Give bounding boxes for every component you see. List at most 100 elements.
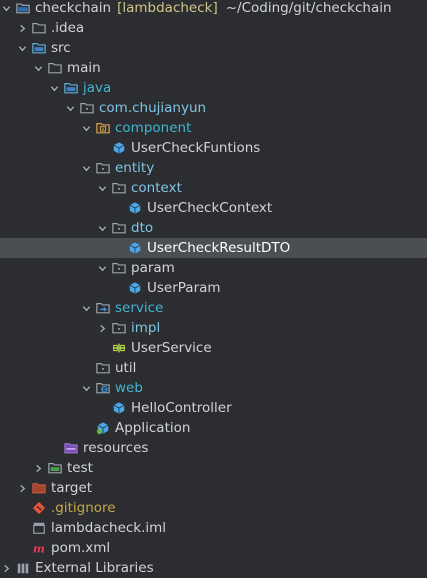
iml-file-icon	[31, 518, 47, 538]
tree-item-label: test	[67, 460, 93, 476]
tree-indent-spacer	[16, 498, 28, 518]
tree-item-resources[interactable]: resources	[0, 438, 427, 458]
chevron-down-icon[interactable]	[96, 258, 108, 278]
tree-item-target[interactable]: target	[0, 478, 427, 498]
chevron-down-icon[interactable]	[0, 0, 12, 18]
root-project-name: checkchain	[35, 0, 112, 16]
tree-item-label: src	[51, 40, 71, 56]
chevron-down-icon[interactable]	[96, 178, 108, 198]
tree-item-src[interactable]: src	[0, 38, 427, 58]
tree-item-entity[interactable]: entity	[0, 158, 427, 178]
chevron-down-icon[interactable]	[64, 98, 76, 118]
chevron-down-icon[interactable]	[96, 218, 108, 238]
java-class-icon	[111, 138, 127, 158]
chevron-down-icon[interactable]	[48, 78, 60, 98]
tree-item-label: java	[83, 80, 112, 96]
tree-item-label: UserService	[131, 340, 212, 356]
tree-indent-spacer	[96, 338, 108, 358]
tree-item-impl[interactable]: impl	[0, 318, 427, 338]
libraries-icon	[15, 558, 31, 578]
tree-item-label: .gitignore	[51, 500, 116, 516]
tree-item-label: impl	[131, 320, 161, 336]
tree-root-checkchain[interactable]: checkchain [lambdacheck] ~/Coding/git/ch…	[0, 0, 427, 18]
tree-item-lambdacheck-iml[interactable]: lambdacheck.iml	[0, 518, 427, 538]
tree-item-user-check-result-dto[interactable]: UserCheckResultDTO	[0, 238, 427, 258]
tree-item-label: util	[115, 360, 137, 376]
chevron-right-icon[interactable]	[96, 318, 108, 338]
chevron-down-icon[interactable]	[80, 158, 92, 178]
tree-item-web[interactable]: web	[0, 378, 427, 398]
java-class-icon	[127, 278, 143, 298]
tree-indent-spacer	[16, 518, 28, 538]
folder-icon	[31, 18, 47, 38]
tree-indent-spacer	[16, 538, 28, 558]
tree-item-label: pom.xml	[51, 540, 111, 556]
chevron-right-icon[interactable]	[32, 458, 44, 478]
package-icon	[79, 98, 95, 118]
tree-item-label: component	[115, 120, 192, 136]
tree-item-component[interactable]: component	[0, 118, 427, 138]
web-package-icon	[95, 378, 111, 398]
tree-item-label: UserCheckFuntions	[131, 140, 261, 156]
module-folder-icon	[15, 0, 31, 18]
tree-item-param[interactable]: param	[0, 258, 427, 278]
tree-item-gitignore[interactable]: .gitignore	[0, 498, 427, 518]
tree-item-label: param	[131, 260, 175, 276]
tree-item-service[interactable]: service	[0, 298, 427, 318]
tree-item-label: com.chujianyun	[99, 100, 207, 116]
component-package-icon	[95, 118, 111, 138]
source-folder-icon	[31, 38, 47, 58]
package-icon	[95, 158, 111, 178]
tree-item-util[interactable]: util	[0, 358, 427, 378]
root-project-path: ~/Coding/git/checkchain	[225, 0, 392, 16]
tree-item-test[interactable]: test	[0, 458, 427, 478]
chevron-down-icon[interactable]	[80, 118, 92, 138]
tree-item-user-service[interactable]: UserService	[0, 338, 427, 358]
tree-indent-spacer	[112, 278, 124, 298]
chevron-down-icon[interactable]	[16, 38, 28, 58]
chevron-down-icon[interactable]	[80, 378, 92, 398]
tree-indent-spacer	[48, 438, 60, 458]
tree-indent-spacer	[96, 398, 108, 418]
tree-item-hello-controller[interactable]: HelloController	[0, 398, 427, 418]
java-class-icon	[111, 398, 127, 418]
chevron-right-icon[interactable]	[16, 18, 28, 38]
tree-item-label: context	[131, 180, 182, 196]
package-icon	[111, 318, 127, 338]
tree-item-label: dto	[131, 220, 154, 236]
tree-item-com-chujianyun[interactable]: com.chujianyun	[0, 98, 427, 118]
tree-indent-spacer	[80, 418, 92, 438]
java-class-icon	[127, 198, 143, 218]
source-folder-icon	[63, 78, 79, 98]
tree-item-label: HelloController	[131, 400, 232, 416]
chevron-right-icon[interactable]	[0, 558, 12, 578]
chevron-down-icon[interactable]	[80, 298, 92, 318]
tree-item-context[interactable]: context	[0, 178, 427, 198]
tree-item-label: main	[67, 60, 101, 76]
folder-icon	[47, 58, 63, 78]
package-icon	[111, 178, 127, 198]
tree-item-dto[interactable]: dto	[0, 218, 427, 238]
tree-item-user-param[interactable]: UserParam	[0, 278, 427, 298]
tree-indent-spacer	[112, 198, 124, 218]
tree-item-label: UserCheckResultDTO	[147, 240, 291, 256]
chevron-right-icon[interactable]	[16, 478, 28, 498]
tree-item-external-libraries[interactable]: External Libraries	[0, 558, 427, 578]
tree-indent-spacer	[112, 238, 124, 258]
tree-item-java[interactable]: java	[0, 78, 427, 98]
package-icon	[111, 218, 127, 238]
gitignore-icon	[31, 498, 47, 518]
tree-item-application[interactable]: Application	[0, 418, 427, 438]
tree-item-main[interactable]: main	[0, 58, 427, 78]
tree-item-label: Application	[115, 420, 191, 436]
tree-item-user-check-funtions[interactable]: UserCheckFuntions	[0, 138, 427, 158]
maven-icon: m	[31, 538, 47, 558]
tree-item-idea[interactable]: .idea	[0, 18, 427, 38]
tree-indent-spacer	[96, 138, 108, 158]
chevron-down-icon[interactable]	[32, 58, 44, 78]
tree-item-label: .idea	[51, 20, 85, 36]
tree-item-label: resources	[83, 440, 149, 456]
tree-item-user-check-context[interactable]: UserCheckContext	[0, 198, 427, 218]
